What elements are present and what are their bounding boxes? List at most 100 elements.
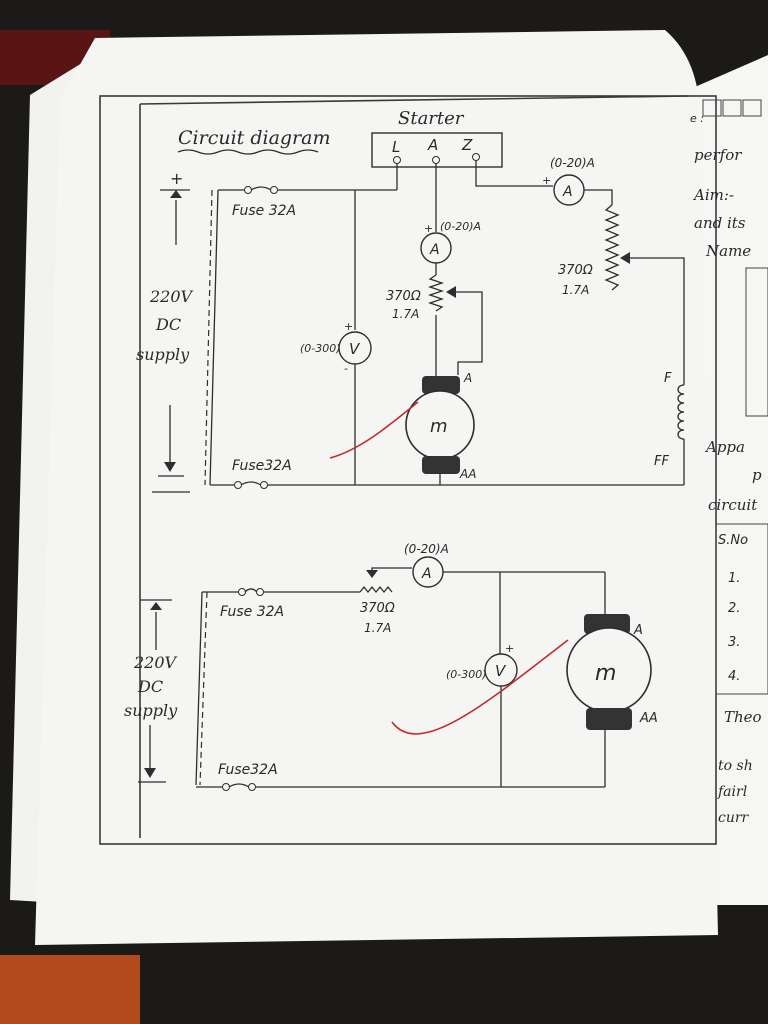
right-line-4: Appa <box>704 438 745 456</box>
d2-ammeter-symbol: A <box>421 566 432 582</box>
right-line-15: curr <box>718 810 750 826</box>
supply-type: DC <box>155 315 181 334</box>
right-line-9: 2. <box>728 601 740 616</box>
date-box-2 <box>722 99 742 117</box>
motor-1-A-label: A <box>463 371 472 385</box>
diagram-title: Circuit diagram <box>178 127 330 149</box>
right-line-12: Theo <box>724 708 762 726</box>
d2-voltmeter-plus: + <box>505 642 514 655</box>
rheostat-field-value: 370Ω <box>558 263 593 278</box>
d2-voltmeter-symbol: V <box>495 662 507 680</box>
wire-from-Z <box>475 161 553 187</box>
voltmeter-1-minus: - <box>344 362 348 375</box>
d2-motor-A-label: A <box>633 623 643 638</box>
d2-fuse-top-node-2 <box>256 588 264 596</box>
field-coil <box>677 384 685 440</box>
page-frame <box>99 95 717 845</box>
red-fabric-bottom <box>0 955 140 1024</box>
right-line-6: circuit <box>708 496 758 514</box>
right-line-13: to sh <box>718 758 753 774</box>
battery-arrow-down <box>164 462 176 472</box>
d2-fuse-bottom-label: Fuse32A <box>218 762 278 778</box>
battery-arrow-up <box>170 190 182 198</box>
red-pencil-stroke-2 <box>391 639 569 735</box>
starter-terminal-Z: Z <box>461 136 473 154</box>
fuse-bottom-label: Fuse32A <box>232 458 292 474</box>
d2-motor-brush-bottom <box>586 708 632 730</box>
ammeter-armature-plus: + <box>424 222 433 235</box>
d2-motor-symbol: m <box>595 661 616 686</box>
voltmeter-1-symbol: V <box>349 340 361 358</box>
d2-fuse-top-link <box>244 588 258 593</box>
d2-switch-dashed-line <box>199 591 208 786</box>
terminal-A-node <box>432 156 440 164</box>
d2-wire-to-ammeter <box>371 567 412 574</box>
red-pencil-stroke-1 <box>329 401 419 459</box>
right-date-label: e : <box>690 112 704 125</box>
wire-to-field-coil <box>630 257 685 385</box>
motor-1-symbol: m <box>430 416 448 437</box>
right-sno-table <box>715 523 768 695</box>
switch-line <box>209 189 219 486</box>
d2-battery-arrow-down <box>144 768 156 778</box>
fuse-top-node-2 <box>270 186 278 194</box>
d2-switch-line <box>195 591 203 786</box>
right-page-text: e : perfor Aim:- and its Name Appa p cir… <box>690 99 768 826</box>
right-line-0: perfor <box>694 146 742 164</box>
rheostat-armature <box>427 274 445 312</box>
d2-motor-AA-label: AA <box>639 711 658 726</box>
switch-dashed-line <box>204 189 213 486</box>
ammeter-field-range: (0-20)A <box>550 156 595 170</box>
rheostat-armature-wiper <box>446 286 456 298</box>
starter-box <box>371 132 503 168</box>
supply-voltage: 220V <box>149 287 194 306</box>
supply-label: supply <box>136 345 190 364</box>
voltmeter-1-plus: + <box>344 320 353 333</box>
right-line-1: Aim:- <box>692 186 734 204</box>
page-frame-top-inner <box>139 95 689 105</box>
motor-1-brush-top <box>422 376 460 394</box>
date-box-3 <box>742 99 762 117</box>
d2-battery-arrow-up <box>150 602 162 610</box>
main-page <box>35 30 718 945</box>
d2-supply-voltage: 220V <box>133 653 178 672</box>
ammeter-field-plus: + <box>542 174 551 187</box>
d2-supply-type: DC <box>137 677 163 696</box>
right-line-8: 1. <box>728 571 740 586</box>
date-box-1 <box>702 99 722 117</box>
d2-fuse-bottom-link <box>228 783 250 788</box>
right-line-11: 4. <box>728 669 740 684</box>
terminal-L-node <box>393 156 401 164</box>
fuse-top-link <box>250 186 272 191</box>
right-line-5: p <box>752 466 762 484</box>
right-table-box <box>745 267 768 417</box>
motor-1-AA-label: AA <box>459 467 476 481</box>
field-F-label: F <box>664 371 672 386</box>
fuse-bottom-link <box>240 481 262 486</box>
d2-voltmeter-range: (0-300) <box>446 668 487 681</box>
starter-terminal-A: A <box>427 136 438 154</box>
d2-rheostat-current: 1.7A <box>364 621 391 635</box>
fuse-bottom-node-2 <box>260 481 268 489</box>
right-line-7: S.No <box>718 533 748 548</box>
d2-fuse-top-label: Fuse 32A <box>220 604 284 620</box>
right-line-10: 3. <box>728 635 740 650</box>
d2-rheostat-value: 370Ω <box>360 601 395 616</box>
d2-supply-label: supply <box>124 701 178 720</box>
wiper-return-wire <box>456 291 483 375</box>
right-line-14: fairl <box>717 784 747 800</box>
rheostat-field <box>604 204 620 291</box>
rheostat-field-wiper <box>620 252 630 264</box>
voltmeter-1-range: (0-300) <box>300 342 341 355</box>
starter-title: Starter <box>398 108 465 129</box>
d2-rheostat <box>359 585 393 594</box>
wire-to-field-rheostat <box>584 189 613 205</box>
rheostat-armature-value: 370Ω <box>386 289 421 304</box>
fuse-top-label: Fuse 32A <box>232 203 296 219</box>
d2-ammeter-range: (0-20)A <box>404 542 449 556</box>
supply-plus: + <box>170 169 183 188</box>
right-line-2: and its <box>694 214 746 232</box>
ammeter-armature-symbol: A <box>429 242 440 258</box>
field-FF-label: FF <box>654 454 669 469</box>
